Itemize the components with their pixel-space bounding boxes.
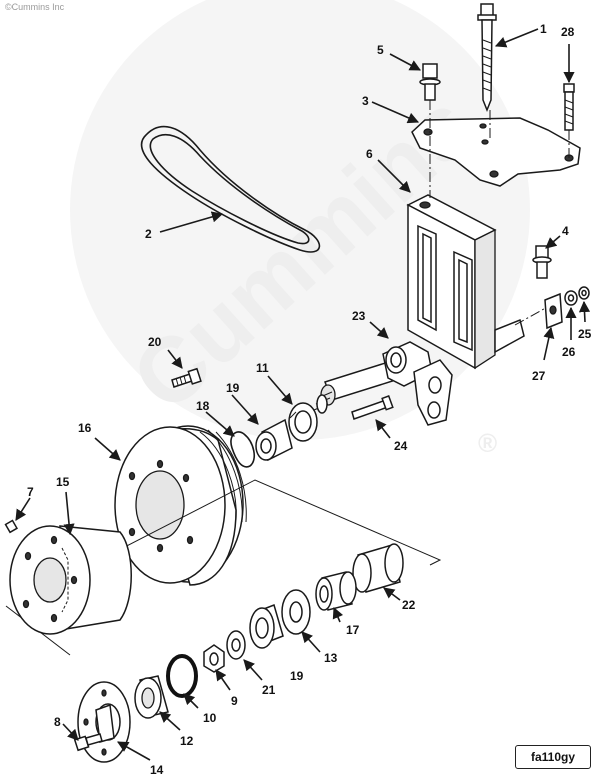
part-22-sleeve bbox=[352, 543, 404, 593]
callout-19-upper: 19 bbox=[226, 381, 240, 395]
part-28-cap-screw bbox=[563, 83, 575, 131]
callout-24: 24 bbox=[394, 439, 408, 453]
part-25-nut bbox=[578, 286, 590, 300]
callout-3: 3 bbox=[362, 94, 369, 108]
callout-8: 8 bbox=[54, 715, 61, 729]
sub-assembly-outline bbox=[79, 479, 442, 571]
callout-6: 6 bbox=[366, 147, 373, 161]
part-17-spacer bbox=[315, 571, 357, 611]
callout-19-lower: 19 bbox=[290, 669, 304, 683]
callout-21: 21 bbox=[262, 683, 276, 697]
callout-5: 5 bbox=[377, 43, 384, 57]
part-21-washer bbox=[226, 630, 246, 660]
part-3-bracket-plate bbox=[411, 117, 581, 187]
callout-10: 10 bbox=[203, 711, 217, 725]
callout-11: 11 bbox=[256, 361, 269, 375]
callout-15: 15 bbox=[56, 475, 70, 489]
callout-18: 18 bbox=[196, 399, 210, 413]
part-24-bolt bbox=[351, 395, 394, 420]
part-5-bolt bbox=[419, 63, 441, 101]
part-14-flange-plate bbox=[77, 681, 131, 763]
copyright-notice: ©Cummins Inc bbox=[5, 2, 65, 12]
callout-13: 13 bbox=[324, 651, 338, 665]
leader-arrows bbox=[15, 28, 591, 761]
part-27-clip bbox=[544, 292, 563, 330]
part-23-shaft-housing bbox=[313, 341, 453, 426]
registered-mark: ® bbox=[478, 428, 497, 458]
part-12-hub bbox=[134, 675, 169, 719]
part-2-drive-belt bbox=[140, 125, 321, 253]
part-6-support-block bbox=[406, 194, 525, 370]
part-20-screw bbox=[171, 367, 202, 388]
figure-id-label: fa110gy bbox=[515, 745, 591, 769]
part-15-hub-flange bbox=[9, 525, 132, 635]
callout-7: 7 bbox=[27, 485, 34, 499]
part-26-washer bbox=[564, 290, 578, 306]
callout-17: 17 bbox=[346, 623, 360, 637]
part-16-pulley bbox=[114, 425, 247, 586]
callout-22: 22 bbox=[402, 598, 416, 612]
callout-16: 16 bbox=[78, 421, 92, 435]
callout-labels: 1 2 3 4 5 6 7 8 9 10 11 12 13 14 15 16 1… bbox=[27, 22, 592, 777]
callout-1: 1 bbox=[540, 22, 547, 36]
callout-25: 25 bbox=[578, 327, 592, 341]
callout-14: 14 bbox=[150, 763, 164, 777]
callout-27: 27 bbox=[532, 369, 546, 383]
callout-2: 2 bbox=[145, 227, 152, 241]
callout-4: 4 bbox=[562, 224, 569, 238]
callout-28: 28 bbox=[561, 25, 575, 39]
part-19-bearing-lower bbox=[249, 604, 284, 649]
callout-12: 12 bbox=[180, 734, 194, 748]
part-9-nut bbox=[203, 644, 225, 673]
part-13-washer bbox=[281, 589, 311, 635]
part-19-bearing-upper bbox=[255, 418, 293, 462]
part-4-cap-screw bbox=[532, 245, 552, 279]
part-7-set-screw bbox=[4, 519, 18, 534]
part-1-long-bolt bbox=[477, 3, 497, 113]
callout-26: 26 bbox=[562, 345, 576, 359]
part-11-bearing bbox=[288, 402, 318, 442]
callout-20: 20 bbox=[148, 335, 162, 349]
part-10-o-ring bbox=[166, 654, 198, 698]
callout-9: 9 bbox=[231, 694, 238, 708]
callout-23: 23 bbox=[352, 309, 366, 323]
